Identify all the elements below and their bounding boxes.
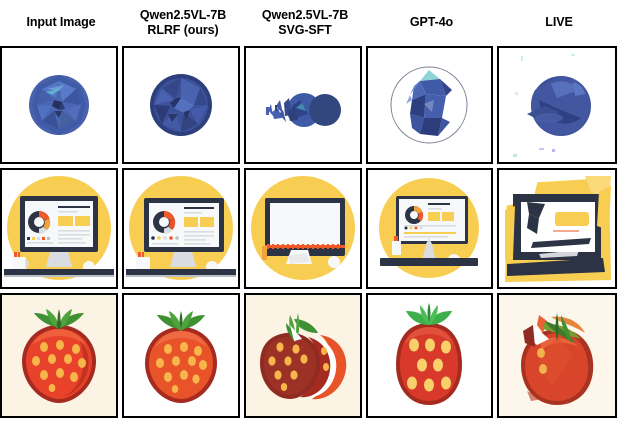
- header-line-1: GPT-4o: [409, 15, 454, 30]
- cell-desk-rlrf: [122, 168, 240, 289]
- header-qwen-svgsft: Qwen2.5VL-7B SVG-SFT: [244, 0, 366, 46]
- berry-svgsft-artwork: [246, 295, 360, 416]
- header-live: LIVE: [497, 0, 621, 46]
- desk-input-artwork: [2, 170, 116, 287]
- header-gpt4o: GPT-4o: [366, 0, 497, 46]
- berry-input-artwork: [2, 295, 116, 416]
- header-qwen-rlrf: Qwen2.5VL-7B RLRF (ours): [122, 0, 244, 46]
- cell-desk-input: [0, 168, 118, 289]
- header-line-1: LIVE: [545, 15, 573, 30]
- berry-rlrf-artwork: [124, 295, 238, 416]
- cell-berry-live: [497, 293, 617, 418]
- cell-berry-svgsft: [244, 293, 362, 418]
- cell-gem-gpt4o: [366, 46, 493, 164]
- cell-gem-svgsft: [244, 46, 362, 164]
- cell-desk-svgsft: [244, 168, 362, 289]
- cell-gem-rlrf: [122, 46, 240, 164]
- gem-input-artwork: [2, 48, 116, 162]
- column-headers: Input Image Qwen2.5VL-7B RLRF (ours) Qwe…: [0, 0, 621, 46]
- berry-live-artwork: [499, 295, 615, 416]
- desk-live-artwork: [499, 170, 615, 287]
- header-input-image: Input Image: [0, 0, 122, 46]
- row-desktop-dashboard: [0, 168, 621, 289]
- header-line-1: Qwen2.5VL-7B: [139, 7, 227, 22]
- berry-gpt4o-artwork: [368, 295, 491, 416]
- desk-gpt4o-artwork: [368, 170, 491, 287]
- cell-desk-live: [497, 168, 617, 289]
- row-strawberry: [0, 293, 621, 418]
- header-line-2: RLRF (ours): [147, 23, 219, 37]
- gem-live-artwork: [499, 48, 615, 162]
- image-grid: [0, 46, 621, 422]
- header-line-2: SVG-SFT: [278, 23, 332, 37]
- cell-gem-live: [497, 46, 617, 164]
- gem-rlrf-artwork: [124, 48, 238, 162]
- cell-berry-rlrf: [122, 293, 240, 418]
- gem-svgsft-artwork: [246, 48, 360, 162]
- cell-gem-input: [0, 46, 118, 164]
- header-line-1: Qwen2.5VL-7B: [261, 7, 349, 22]
- desk-rlrf-artwork: [124, 170, 238, 287]
- cell-berry-input: [0, 293, 118, 418]
- desk-svgsft-artwork: [246, 170, 360, 287]
- row-gemstone: [0, 46, 621, 164]
- cell-berry-gpt4o: [366, 293, 493, 418]
- gem-gpt4o-artwork: [368, 48, 491, 162]
- header-line-1: Input Image: [26, 15, 96, 30]
- cell-desk-gpt4o: [366, 168, 493, 289]
